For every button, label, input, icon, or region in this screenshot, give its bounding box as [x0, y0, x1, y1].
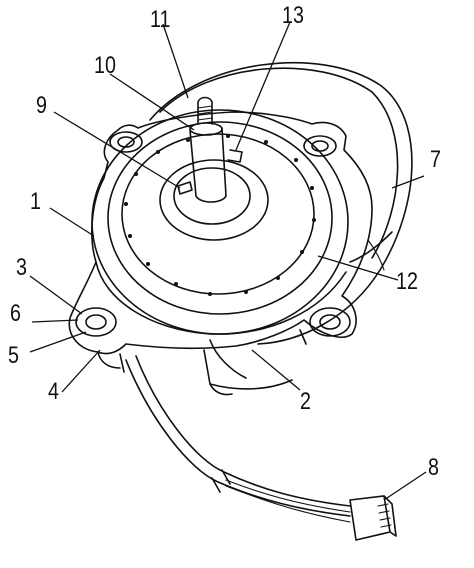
label-9: 9 [36, 92, 47, 119]
label-5: 5 [8, 342, 19, 369]
main-disc [91, 109, 349, 335]
label-8: 8 [428, 454, 439, 481]
label-7: 7 [430, 146, 441, 173]
label-4: 4 [48, 378, 59, 405]
shaft [177, 96, 243, 203]
label-11: 11 [150, 6, 171, 33]
label-3: 3 [16, 254, 27, 281]
label-6: 6 [10, 300, 21, 327]
rear-housing [149, 61, 413, 345]
mounting-bushings [75, 131, 351, 337]
label-2: 2 [300, 388, 311, 415]
label-12: 12 [396, 268, 418, 295]
cable-and-connector [125, 355, 397, 541]
bolt-hole-ring [124, 134, 316, 296]
label-1: 1 [30, 188, 41, 215]
label-10: 10 [94, 52, 116, 79]
label-13: 13 [282, 2, 304, 29]
mounting-flange [68, 111, 373, 373]
leader-lines [29, 21, 427, 501]
lower-housing [203, 339, 293, 396]
